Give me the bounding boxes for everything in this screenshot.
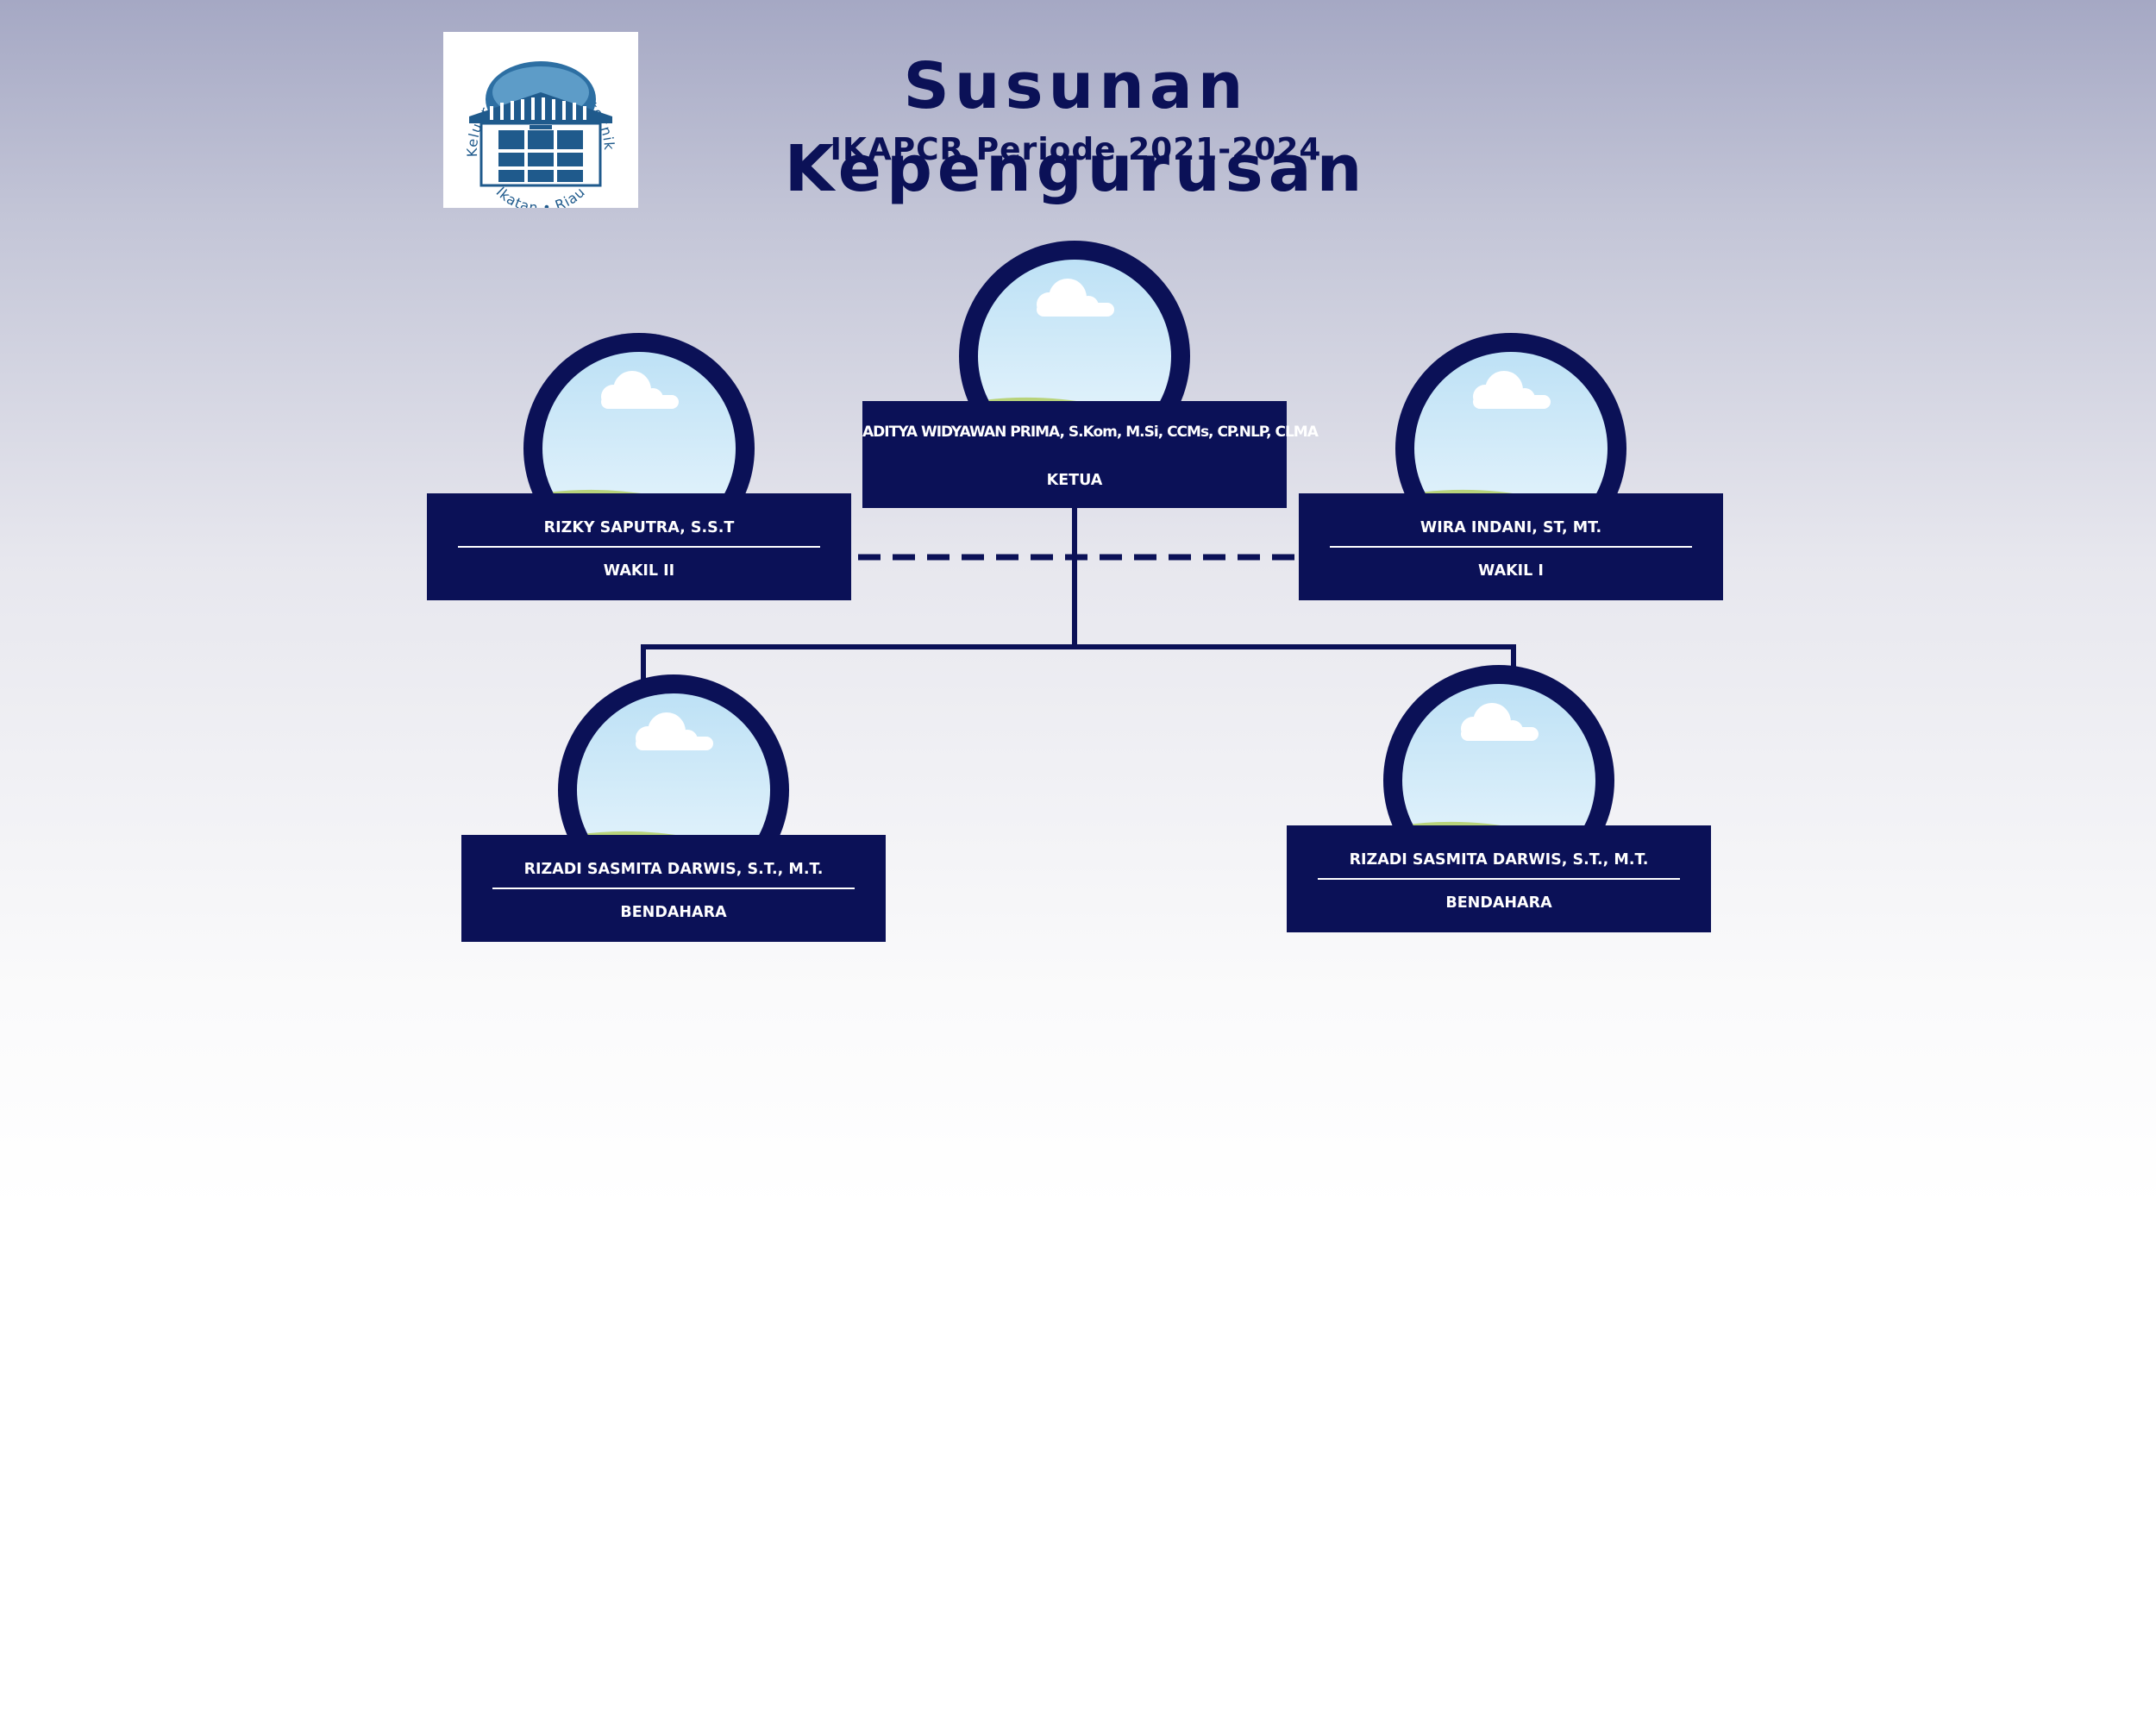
member-name: RIZADI SASMITA DARWIS, S.T., M.T. — [523, 861, 824, 878]
member-card: WIRA INDANI, ST, MT. WAKIL I — [1299, 493, 1723, 600]
member-role: BENDAHARA — [1445, 894, 1552, 912]
member-card: RIZKY SAPUTRA, S.S.T WAKIL II — [427, 493, 851, 600]
member-bendahara-left: RIZADI SASMITA DARWIS, S.T., M.T. BENDAH… — [461, 674, 886, 944]
member-name: RIZKY SAPUTRA, S.S.T — [543, 519, 735, 536]
member-name: RIZADI SASMITA DARWIS, S.T., M.T. — [1349, 851, 1649, 869]
card-divider — [492, 888, 855, 889]
building-logo-icon: Keluarga Alumni Politeknik Caltex Ikatan… — [443, 32, 617, 208]
member-wakil-i: WIRA INDANI, ST, MT. WAKIL I — [1299, 333, 1723, 602]
member-name: WIRA INDANI, ST, MT. — [1420, 519, 1602, 536]
member-role: BENDAHARA — [620, 904, 727, 921]
member-role: WAKIL I — [1478, 562, 1544, 580]
card-divider — [1330, 546, 1692, 548]
member-card: RIZADI SASMITA DARWIS, S.T., M.T. BENDAH… — [1287, 825, 1711, 932]
member-role: WAKIL II — [603, 562, 675, 580]
member-wakil-ii: RIZKY SAPUTRA, S.S.T WAKIL II — [427, 333, 851, 602]
member-name: ADITYA WIDYAWAN PRIMA, S.Kom, M.Si, CCMs… — [862, 423, 1319, 441]
member-card: ADITYA WIDYAWAN PRIMA, S.Kom, M.Si, CCMs… — [862, 401, 1319, 508]
member-role: KETUA — [1046, 472, 1103, 489]
organization-logo: Keluarga Alumni Politeknik Caltex Ikatan… — [443, 32, 638, 208]
page-subtitle: IKAPCR Periode 2021-2024 — [830, 132, 1322, 167]
card-divider — [458, 546, 820, 548]
page-title: Susunan Kepengurusan — [784, 49, 1368, 206]
member-bendahara-right: RIZADI SASMITA DARWIS, S.T., M.T. BENDAH… — [1287, 665, 1711, 934]
member-ketua: ADITYA WIDYAWAN PRIMA, S.Kom, M.Si, CCMs… — [862, 241, 1319, 510]
card-divider — [1318, 878, 1680, 880]
member-card: RIZADI SASMITA DARWIS, S.T., M.T. BENDAH… — [461, 835, 886, 942]
